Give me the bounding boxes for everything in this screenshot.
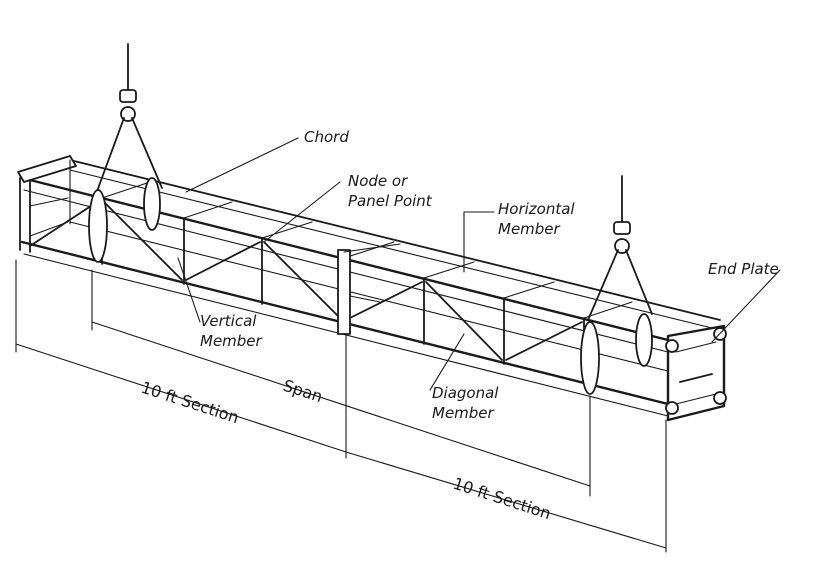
diagonal-members — [29, 199, 583, 361]
span-label: Span — [281, 376, 325, 407]
left-section-dimension-line — [15, 343, 347, 453]
vertical-label-line1: Vertical — [200, 312, 257, 330]
truss-body — [17, 43, 727, 422]
chord-label: Chord — [304, 128, 349, 146]
end-plate — [665, 324, 727, 422]
diagonal-label-line1: Diagonal — [432, 384, 499, 402]
horizontal-label-line1: Horizontal — [498, 200, 575, 218]
node-label-line1: Node or — [348, 172, 408, 190]
right-lifting-sling — [580, 175, 653, 395]
right-section-label: 10 ft Section — [451, 474, 554, 523]
label-leaders — [177, 137, 781, 391]
horizontal-label-line2: Member — [498, 220, 561, 238]
horizontal-members — [101, 181, 633, 319]
vertical-label-line2: Member — [200, 332, 263, 350]
left-lifting-sling — [88, 43, 163, 263]
left-section-label: 10 ft Section — [139, 378, 242, 427]
back-top-chord — [69, 159, 721, 321]
span-dimension-line — [91, 321, 591, 487]
dimension-lines — [15, 259, 667, 553]
section-splice — [337, 243, 401, 335]
diagonal-label-line2: Member — [432, 404, 495, 422]
end-plate-label: End Plate — [708, 260, 779, 278]
right-section-dimension-line — [345, 451, 667, 549]
node-label-line2: Panel Point — [348, 192, 433, 210]
back-bottom-chord — [69, 221, 721, 385]
